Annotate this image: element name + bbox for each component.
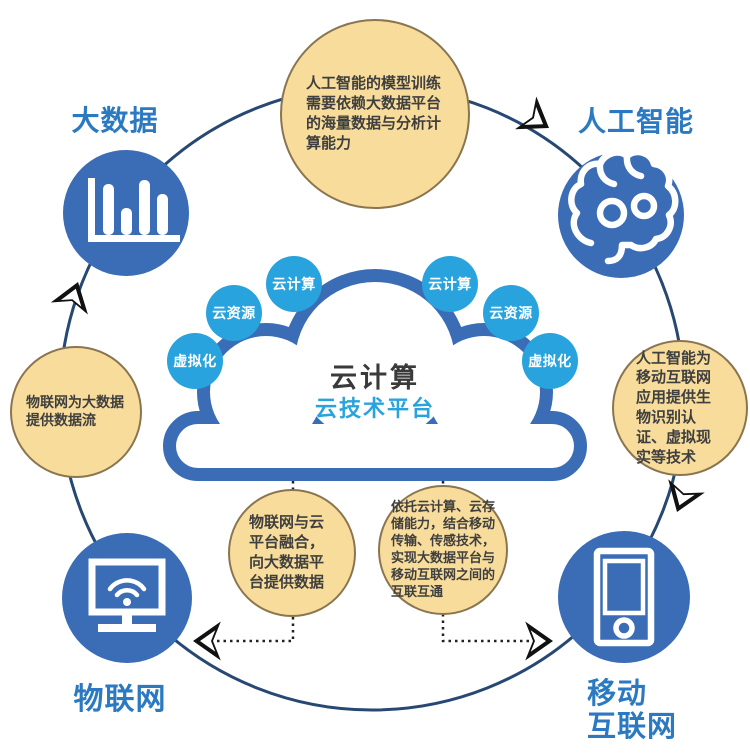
- smartphone-icon: [593, 547, 655, 647]
- node-ai: [558, 148, 684, 278]
- arrow-to-mobile-icon: [668, 479, 705, 512]
- tag-cloud-computing-right: 云计算: [422, 256, 478, 312]
- dotted-arrow-to-mobile-node-icon: [525, 621, 553, 661]
- arrow-up-to-bigdata-icon: [50, 282, 88, 315]
- label-iot: 物联网: [73, 682, 167, 717]
- cloud-title: 云计算: [330, 363, 420, 394]
- tag-cloud-computing-left: 云计算: [266, 256, 322, 312]
- cloud-subtitle: 云技术平台: [314, 397, 435, 422]
- label-mobile-line1: 移动: [587, 676, 648, 710]
- note-iot-to-bigdata: 物联网为大数据提供数据流: [10, 346, 142, 478]
- tag-virtualization-left: 虚拟化: [167, 333, 223, 389]
- tag-virtualization-right: 虚拟化: [522, 333, 578, 389]
- monitor-wifi-icon: [88, 558, 166, 632]
- label-mobile-internet: 移动 互联网: [587, 677, 677, 743]
- label-mobile-line2: 互联网: [587, 709, 678, 743]
- brain-icon: [568, 148, 679, 265]
- bar-chart-icon: [88, 178, 180, 242]
- note-ai-training: 人工智能的模型训练需要依赖大数据平台的海量数据与分析计算能力: [280, 19, 470, 209]
- node-mobile: [558, 531, 690, 663]
- tag-cloud-resource-left: 云资源: [206, 285, 262, 341]
- dotted-arrow-to-iot-icon: [193, 621, 221, 661]
- tag-cloud-resource-right: 云资源: [483, 285, 539, 341]
- arrow-to-ai-icon: [515, 96, 549, 130]
- node-iot: [62, 533, 192, 663]
- label-ai: 人工智能: [577, 105, 694, 138]
- note-iot-cloud-fusion: 物联网与云平台融合，向大数据平台提供数据: [228, 489, 356, 617]
- note-ai-to-mobile: 人工智能为移动互联网应用提供生物识别认证、虚拟现实等技术: [612, 340, 748, 476]
- label-big-data: 大数据: [71, 104, 159, 137]
- note-cloud-mobile-link: 依托云计算、云存储能力，结合移动传输、传感技术，实现大数据平台与移动互联网之间的…: [378, 485, 508, 615]
- cloud-icon: [163, 269, 587, 481]
- node-big-data: [63, 150, 189, 276]
